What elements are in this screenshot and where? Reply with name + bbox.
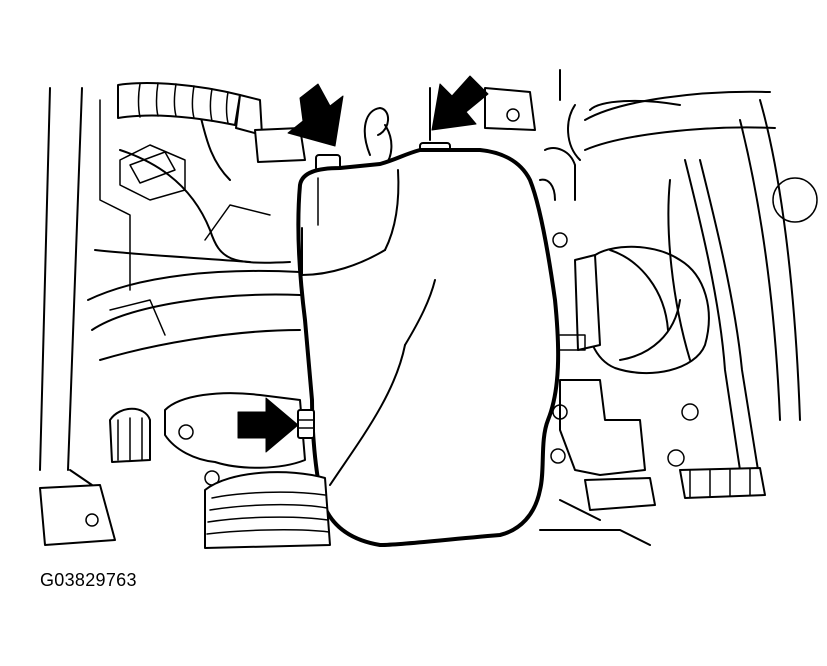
lower-left-bolt-arrow bbox=[237, 397, 299, 453]
corrugated-hose bbox=[117, 82, 306, 163]
upper-right-bolt-arrow bbox=[431, 75, 489, 131]
callout-arrows bbox=[237, 75, 489, 453]
coolant-reservoir bbox=[296, 148, 561, 547]
figure-id-label: G03829763 bbox=[40, 570, 137, 590]
upper-left-bolt-arrow bbox=[287, 83, 344, 147]
right-engine-components bbox=[539, 69, 818, 546]
